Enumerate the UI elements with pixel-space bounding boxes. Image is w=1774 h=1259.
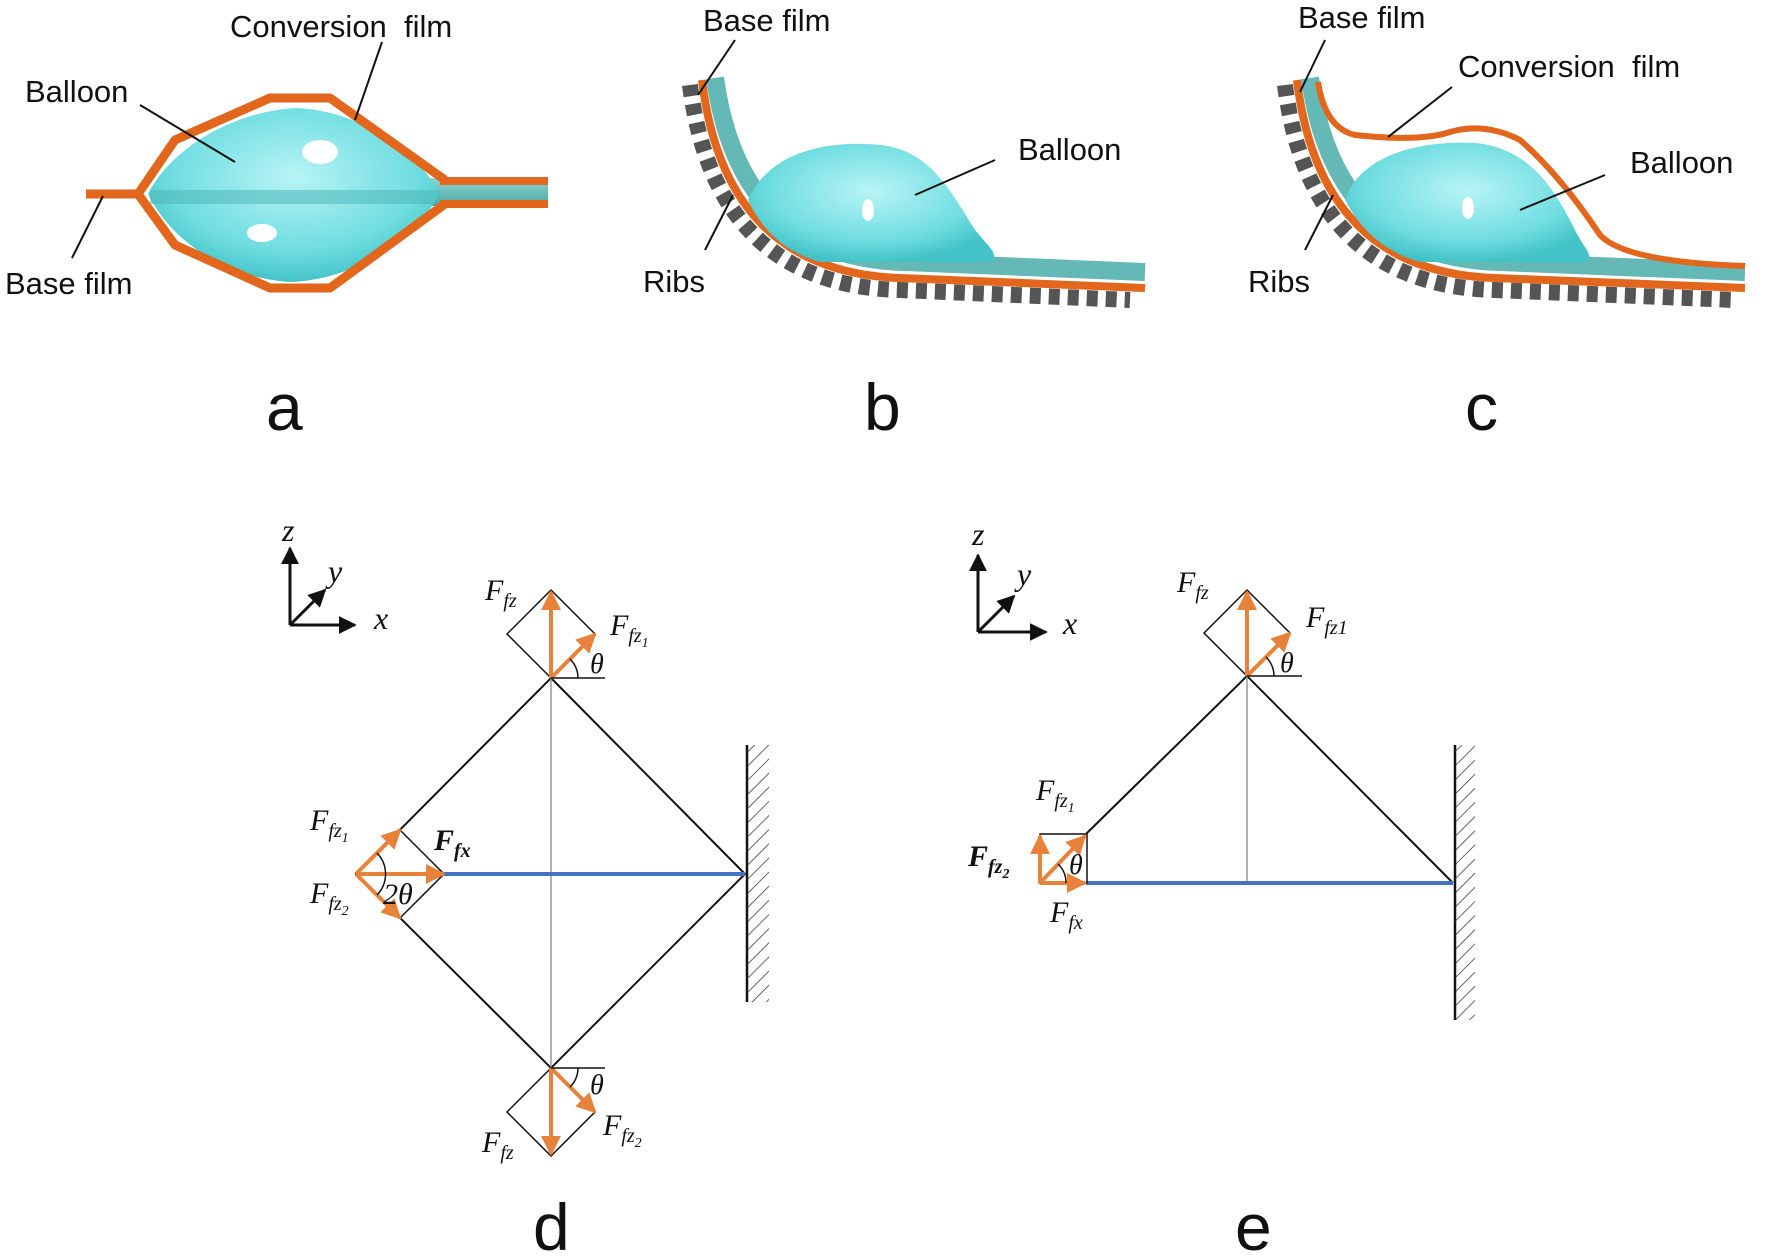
theta-arc-bottom-d: [569, 1067, 579, 1088]
arrow-Ffz1-top-e: [1245, 631, 1292, 678]
leader-base-film-c: [1299, 39, 1326, 93]
panel-letter-a: a: [266, 370, 303, 444]
leader-base-film: [71, 195, 104, 259]
base-film-c: [1293, 79, 1746, 292]
label-Ffz-top-e: Ffz: [1176, 566, 1209, 604]
panel-letter-d: d: [533, 1190, 570, 1259]
label-Ffx-left-e: Ffx: [1049, 896, 1083, 934]
label-Ffz1-left-d: Ffz1: [309, 804, 349, 846]
arrow-Ffz1-left-d: [354, 828, 402, 876]
label-base-film-a: Base film: [5, 266, 132, 301]
highlight-top: [302, 140, 338, 164]
theta-top-e: θ: [1280, 648, 1294, 679]
conversion-film-a: [134, 93, 448, 197]
label-ribs-b: Ribs: [643, 264, 705, 299]
theta-arc-left-e: [1057, 863, 1067, 884]
panel-b: Base film Balloon Ribs b: [643, 3, 1146, 444]
axes-e: z y x: [969, 516, 1077, 641]
highlight-c: [1462, 197, 1474, 219]
label-Ffz-top-d: Ffz: [484, 574, 517, 612]
ribs-c: [1277, 84, 1736, 308]
label-Ffz2-left-d: Ffz2: [309, 877, 349, 919]
arrow-Ffz1-top-d: [549, 632, 597, 680]
label-Ffz2-bottom-d: Ffz2: [602, 1109, 642, 1151]
label-balloon-c: Balloon: [1630, 145, 1733, 180]
ribs-b: [682, 84, 1131, 308]
label-Ffz2-left-e: Ffz2: [967, 840, 1009, 882]
label-Ffx-left-d: Ffx: [433, 824, 471, 862]
theta-arc-top-e: [1265, 656, 1275, 677]
leader-balloon-c: [1519, 174, 1606, 211]
label-conversion-film-a: Conversion film: [230, 9, 452, 44]
label-base-film-b: Base film: [703, 3, 830, 38]
panel-letter-b: b: [864, 370, 901, 444]
label-Ffz1-top-e: Ffz1: [1305, 601, 1348, 639]
leader-balloon: [139, 104, 236, 163]
arrow-Ffz2-left-e: [1038, 834, 1087, 885]
panel-c: Base film Conversion film Balloon Ribs c: [1248, 0, 1746, 444]
leader-conversion-film: [354, 41, 383, 121]
leader-ribs-c: [1304, 194, 1334, 251]
theta-left-e: θ: [1069, 850, 1083, 881]
axis-z-d: z: [281, 512, 295, 548]
conversion-film-c: [1315, 81, 1746, 269]
angle-arc-left-d: [376, 852, 387, 896]
arrow-Ffz2-bottom-d: [549, 1066, 597, 1114]
panel-d: z y x Ffz Ffz1 θ Ffz1 Ffx Ffz2 2θ: [281, 512, 769, 1259]
highlight-b: [862, 199, 874, 221]
wall-hatch-e: [1455, 745, 1475, 1020]
balloon-a-midline: [150, 190, 440, 204]
leader-base-film-b: [697, 39, 736, 96]
triangle-e: [1085, 674, 1454, 884]
panel-letter-e: e: [1235, 1190, 1272, 1259]
label-Ffz1-top-d: Ffz1: [609, 609, 649, 651]
axis-x-d: x: [373, 600, 388, 636]
leader-conversion-film-c: [1387, 86, 1453, 138]
axis-y-e: y: [1014, 556, 1032, 592]
label-Ffz-bottom-d: Ffz: [481, 1126, 514, 1164]
theta-top-d: θ: [590, 649, 604, 680]
leader-balloon-b: [914, 159, 996, 196]
label-balloon-a: Balloon: [25, 74, 128, 109]
angle-2theta-d: 2θ: [383, 878, 413, 911]
highlight-bottom: [247, 224, 277, 242]
axis-z-e: z: [971, 516, 985, 552]
label-conversion-film-c: Conversion film: [1458, 49, 1680, 84]
axes-d: z y x: [281, 512, 388, 636]
axis-y-d: y: [325, 553, 343, 589]
theta-bottom-d: θ: [590, 1070, 604, 1101]
panel-e: z y x Ffz Ffz1 θ Ffz1 Ffz2 θ Ffx e: [967, 516, 1475, 1259]
axis-x-e: x: [1062, 605, 1077, 641]
panel-letter-c: c: [1465, 370, 1498, 444]
label-ribs-c: Ribs: [1248, 264, 1310, 299]
label-base-film-c: Base film: [1298, 0, 1425, 35]
label-Ffz1-left-e: Ffz1: [1035, 774, 1075, 816]
leader-ribs-b: [704, 194, 734, 251]
wall-hatch-d: [747, 745, 769, 1002]
label-balloon-b: Balloon: [1018, 132, 1121, 167]
theta-arc-top-d: [569, 658, 579, 679]
arrow-Ffz2-left-d: [354, 872, 402, 920]
conversion-film-a-bottom: [134, 191, 448, 293]
panel-a: Conversion film Balloon Base film a: [5, 9, 548, 444]
